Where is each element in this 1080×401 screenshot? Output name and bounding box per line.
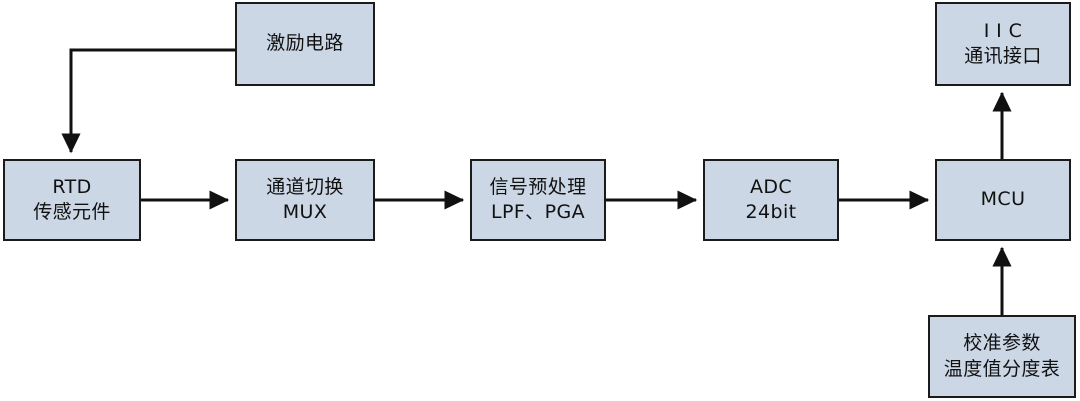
block-signal-preprocessing[interactable]: 信号预处理 LPF、PGA xyxy=(470,159,606,241)
block-excitation-circuit-line-1: 激励电路 xyxy=(266,32,344,55)
block-excitation-circuit[interactable]: 激励电路 xyxy=(235,2,375,86)
block-calibration-parameters-line-2: 温度值分度表 xyxy=(943,357,1061,380)
block-iic-interface-line-2: 通讯接口 xyxy=(964,45,1042,67)
block-channel-mux[interactable]: 通道切换 MUX xyxy=(235,159,375,241)
connector-excitation-to-rtd xyxy=(61,48,235,154)
block-channel-mux-line-2: MUX xyxy=(282,201,328,223)
block-signal-preprocessing-line-2: LPF、PGA xyxy=(491,201,585,223)
block-channel-mux-line-1: 通道切换 xyxy=(266,175,344,198)
block-iic-interface[interactable]: I I C 通讯接口 xyxy=(935,2,1071,86)
block-adc-line-2: 24bit xyxy=(745,201,797,223)
block-mcu-line-1: MCU xyxy=(980,188,1026,211)
block-adc-line-1: ADC xyxy=(749,175,793,198)
block-rtd-sensor[interactable]: RTD 传感元件 xyxy=(3,159,141,241)
block-calibration-parameters-line-1: 校准参数 xyxy=(963,332,1041,355)
block-rtd-sensor-line-1: RTD xyxy=(52,175,92,198)
block-adc[interactable]: ADC 24bit xyxy=(703,159,839,241)
block-mcu[interactable]: MCU xyxy=(935,159,1071,241)
block-iic-interface-line-1: I I C xyxy=(983,19,1023,42)
block-rtd-sensor-line-2: 传感元件 xyxy=(33,201,111,223)
block-signal-preprocessing-line-1: 信号预处理 xyxy=(489,175,587,198)
block-calibration-parameters[interactable]: 校准参数 温度值分度表 xyxy=(928,315,1076,398)
